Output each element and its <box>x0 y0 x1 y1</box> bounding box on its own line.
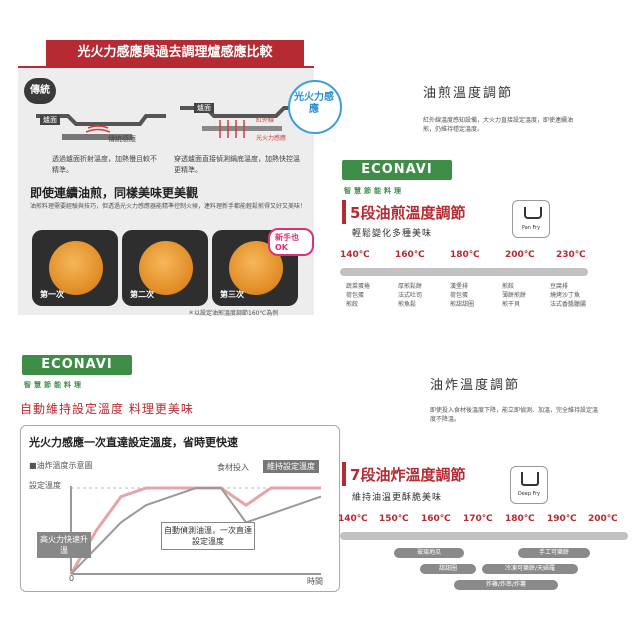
comparison-banner: 光火力感應與過去調理爐感應比較 <box>46 40 304 66</box>
heading-accent-bar-2 <box>342 462 346 486</box>
deep-fry-pill-4: 冷凍可樂餅/天婦羅 <box>482 564 578 574</box>
traditional-pan-diagram <box>36 114 166 140</box>
deep-fry-desc: 即使投入食材後溫度下降，能立即偵測、加溫，完全維持設定溫度不降溫。 <box>430 407 599 423</box>
pan-fry-food-grid: 蔬菜蛋捲荷包蛋煎餃 厚煎鬆餅法式吐司煎魚鬆 漢堡排荷包蛋煎甜甜圈 煎餃薄餅煎餅煎… <box>346 282 596 318</box>
pan-label-2: 第二次 <box>130 290 154 299</box>
pan-label-1: 第一次 <box>40 290 64 299</box>
pan-fry-desc: 紅外線溫度感知設備，大火力直接設定溫度，即使連續油煎，仍維持穩定溫度。 <box>423 117 574 133</box>
light-fire-badge <box>288 80 342 134</box>
chart-fast-box: 高火力快速升溫 <box>37 532 91 558</box>
chart-hold-label: 維持設定溫度 <box>263 460 319 473</box>
chart-title: 光火力感應一次直達設定溫度，省時更快速 <box>29 436 238 449</box>
chart-xlabel: 時間 <box>307 577 323 586</box>
pan-bottom-label-left: 爐面 <box>40 115 60 125</box>
five-stage-heading-num: 5 <box>350 204 361 222</box>
deep-fry-pill-5: 炸雞/炸串/炸薯 <box>454 580 558 590</box>
deep-fry-pill-1: 玻璃地瓜 <box>394 548 464 558</box>
pan-fry-icon-label: Pan Fry <box>521 225 541 231</box>
deep-fry-icon: Deep Fry <box>510 466 548 504</box>
seven-stage-heading-num: 7 <box>350 466 361 484</box>
pan-fry-foods-5: 豆腐排燒烤沙丁魚法式香醬臘腸 <box>550 283 587 308</box>
pan-fry-temp-bar <box>340 268 588 276</box>
pan-fry-temp-2: 160℃ <box>395 250 425 260</box>
pan-fry-foods-1: 蔬菜蛋捲荷包蛋煎餃 <box>346 283 371 308</box>
heading-accent-bar-1 <box>342 200 346 224</box>
caption-light-fire: 穿透爐面直接偵測鍋底溫度，加熱快控溫更精準。 <box>174 155 300 174</box>
deep-fry-title: 油炸溫度調節 <box>430 378 521 393</box>
five-stage-heading: 5段油煎溫度調節 <box>350 202 465 223</box>
oil-temp-chart-box: 光火力感應一次直達設定溫度，省時更快速 ■油炸溫度示意圖 設定溫度 時間 0 食… <box>20 425 340 592</box>
pan-bottom-label-right: 爐面 <box>194 103 214 113</box>
consecutive-frying-desc: 油煎料理需要經驗與技巧，但透過光火力感應器能精準控制火候，連料理新手都能輕鬆煎得… <box>30 203 307 210</box>
pan-fry-temp-4: 200℃ <box>505 250 535 260</box>
five-stage-subheading: 輕鬆變化多種美味 <box>352 229 433 239</box>
pan-fry-foods-3: 漢堡排荷包蛋煎甜甜圈 <box>450 283 475 308</box>
econavi-logo-1: ECONAVI <box>342 160 452 180</box>
econavi-logo-2: ECONAVI <box>22 355 132 375</box>
chart-food-in-label: 食材投入 <box>217 463 249 472</box>
deep-fry-temp-row: 140℃ 150℃ 160℃ 170℃ 180℃ 190℃ 200℃ <box>338 514 628 530</box>
footnote: ＊以設定油煎溫度調節160℃為例 <box>188 310 279 317</box>
auto-keep-temp-headline: 自動維持設定溫度 料理更美味 <box>20 402 194 416</box>
econavi-subtitle-2: 智慧節能料理 <box>24 381 84 389</box>
deep-fry-temp-bar <box>340 532 628 540</box>
comparison-panel: 傳統 爐面 傳統感應 爐面 光火力感應 紅外線 光火力感應 透過爐面折射溫度，加… <box>18 66 342 317</box>
econavi-subtitle-1: 智慧節能料理 <box>344 187 404 195</box>
pan-fry-icon: Pan Fry <box>512 200 550 238</box>
pan-photo-1: 第一次 <box>32 230 118 306</box>
chart-legend: ■油炸溫度示意圖 <box>29 461 93 470</box>
seven-stage-subheading: 維持油溫更酥脆美味 <box>352 493 443 503</box>
deep-fry-pill-3: 甜甜圈 <box>420 564 476 574</box>
beginner-ok-badge: 新手也OK <box>268 228 314 256</box>
deep-fry-temp-4: 170℃ <box>463 514 493 524</box>
light-label: 光火力感應 <box>256 135 287 142</box>
deep-fry-temp-5: 180℃ <box>505 514 535 524</box>
pan-fry-title: 油煎溫度調節 <box>423 86 514 101</box>
glass-label: 傳統感應 <box>108 135 136 143</box>
deep-fry-temp-3: 160℃ <box>421 514 451 524</box>
deep-fry-temp-7: 200℃ <box>588 514 618 524</box>
light-fire-badge-label: 光火力感應 <box>294 92 334 115</box>
seven-stage-heading-text: 段油炸溫度調節 <box>360 466 466 484</box>
deep-fry-icon-label: Deep Fry <box>517 491 541 497</box>
seven-stage-heading: 7段油炸溫度調節 <box>350 464 465 485</box>
deep-fry-temp-6: 190℃ <box>547 514 577 524</box>
chart-ylabel: 設定溫度 <box>29 481 61 490</box>
pan-fry-temp-1: 140℃ <box>340 250 370 260</box>
deep-fry-temp-2: 150℃ <box>379 514 409 524</box>
pan-fry-temp-5: 230℃ <box>556 250 586 260</box>
ir-label: 紅外線 <box>256 117 275 124</box>
caption-traditional: 透過爐面折射溫度，加熱慢且較不精準。 <box>52 155 157 174</box>
oil-temp-chart-svg <box>69 486 322 575</box>
pan-fry-foods-2: 厚煎鬆餅法式吐司煎魚鬆 <box>398 283 423 308</box>
deep-fry-temp-1: 140℃ <box>338 514 368 524</box>
consecutive-frying-headline: 即使連續油煎，同樣美味更美觀 <box>30 186 199 200</box>
pan-fry-temp-row: 140℃ 160℃ 180℃ 200℃ 230℃ <box>340 250 590 266</box>
pan-fry-temp-3: 180℃ <box>450 250 480 260</box>
chart-legend-text: 油炸溫度示意圖 <box>36 461 93 470</box>
traditional-tag: 傳統 <box>24 78 56 104</box>
five-stage-heading-text: 段油煎溫度調節 <box>360 204 466 222</box>
chart-auto-box: 自動偵測油溫，一次直達設定溫度 <box>161 522 255 550</box>
chart-series-2 <box>70 487 322 575</box>
pan-photo-2: 第二次 <box>122 230 208 306</box>
chart-origin: 0 <box>69 574 75 583</box>
pan-label-3: 第三次 <box>220 290 244 299</box>
pan-fry-foods-4: 煎餃薄餅煎餅煎干貝 <box>502 283 527 308</box>
deep-fry-pill-2: 手工可樂餅 <box>518 548 590 558</box>
